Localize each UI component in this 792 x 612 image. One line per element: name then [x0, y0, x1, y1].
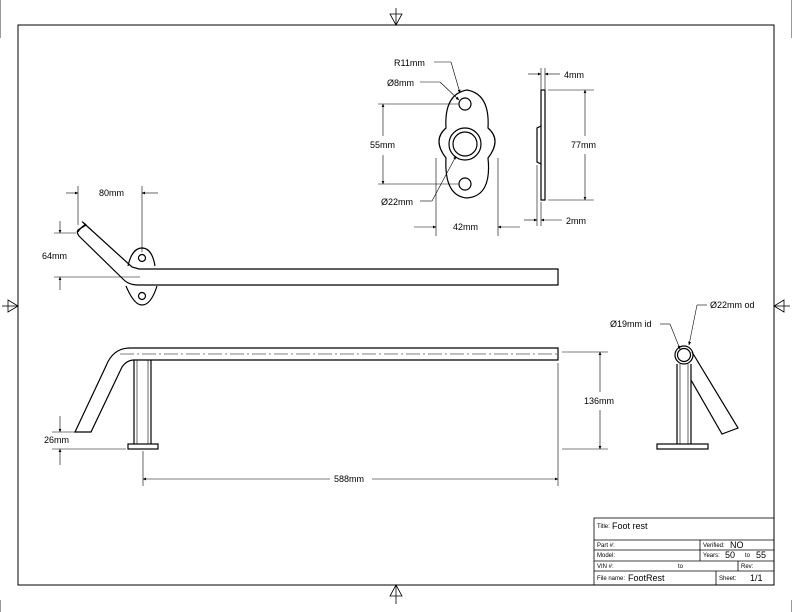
title-label: Title: [597, 524, 610, 530]
drawing-border [17, 24, 775, 586]
rev-label: Rev: [741, 564, 754, 570]
dim-top-offset: 80mm [99, 188, 124, 198]
top-view-dimensions [54, 186, 158, 290]
model-label: Model: [597, 553, 615, 559]
plate-side-dimensions [524, 68, 594, 226]
dim-top-depth: 64mm [42, 251, 67, 261]
dim-tube-inner: Ø19mm id [610, 319, 652, 329]
years-to-label: to [745, 553, 751, 559]
verified-value: NO [730, 540, 744, 550]
vin-to-label: to [678, 564, 684, 570]
sheet-label: Sheet: [719, 576, 737, 582]
filename-label: File name: [597, 576, 625, 582]
filename-value: FootRest [628, 573, 665, 583]
dim-bracket-hole-spacing: 55mm [370, 140, 395, 150]
sheet-value: 1/1 [750, 573, 763, 583]
dim-side-foot: 26mm [44, 435, 69, 445]
verified-label: Verified: [703, 543, 725, 549]
dim-bracket-center-hole: Ø22mm [381, 197, 413, 207]
front-view [74, 347, 559, 450]
centering-marks [2, 8, 790, 604]
vin-label: VIN #: [597, 564, 614, 570]
years-label: Years: [703, 553, 720, 559]
dim-bracket-radius: R11mm [394, 58, 425, 68]
dim-side-height: 136mm [584, 396, 614, 406]
dim-bracket-hole: Ø8mm [387, 78, 414, 88]
dim-side-length: 588mm [334, 474, 364, 484]
title-value: Foot rest [612, 521, 648, 531]
years-from: 50 [725, 550, 735, 560]
dim-bracket-width: 42mm [453, 222, 478, 232]
years-to: 55 [756, 550, 766, 560]
dim-plate-height: 77mm [571, 140, 596, 150]
dim-tube-outer: Ø22mm od [710, 300, 755, 310]
end-view [656, 345, 739, 450]
front-view-dimensions [52, 351, 608, 486]
dim-plate-thickness: 4mm [564, 70, 584, 80]
top-view [76, 221, 559, 306]
plate-side-view [536, 89, 546, 201]
title-block: Title: Foot rest Part #: Verified: NO Mo… [593, 517, 775, 586]
bracket-front-view [438, 89, 496, 199]
part-label: Part #: [597, 543, 615, 549]
bracket-front-dimensions [378, 61, 520, 236]
end-view-dimensions [660, 304, 707, 350]
dim-plate-step: 2mm [566, 216, 586, 226]
